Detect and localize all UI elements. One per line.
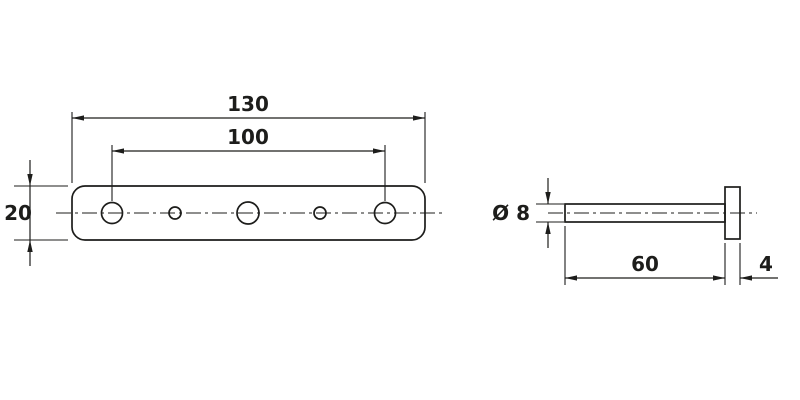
dim130-arrow-right xyxy=(413,115,425,121)
dim4-arrow xyxy=(740,275,752,281)
dim60-label: 60 xyxy=(631,252,659,276)
hole-large-center xyxy=(236,201,260,225)
dim100-arrow-left xyxy=(112,148,124,154)
dim130-label: 130 xyxy=(227,92,269,116)
dim130-arrow-left xyxy=(72,115,84,121)
dim20-label: 20 xyxy=(4,201,32,225)
plate-view: 130 100 20 xyxy=(4,92,442,266)
dim20-arrow-top xyxy=(27,174,33,186)
dim20-arrow-bottom xyxy=(27,240,33,252)
dim60-arrow-left xyxy=(565,275,577,281)
pin-head xyxy=(724,186,741,240)
dim8-label: Ø 8 xyxy=(492,201,530,225)
hole-small-right xyxy=(313,206,327,220)
dim60-arrow-right xyxy=(713,275,725,281)
dim100-arrow-right xyxy=(373,148,385,154)
pin-view: Ø 8 60 4 xyxy=(492,178,778,285)
hole-small-left xyxy=(168,206,182,220)
dim8-arrow-bottom xyxy=(545,222,551,234)
plate-outline xyxy=(71,185,426,241)
hole-large-left xyxy=(100,201,124,225)
dim4-label: 4 xyxy=(759,252,773,276)
hole-large-right xyxy=(373,201,397,225)
dim8-arrow-top xyxy=(545,192,551,204)
dim100-label: 100 xyxy=(227,125,269,149)
